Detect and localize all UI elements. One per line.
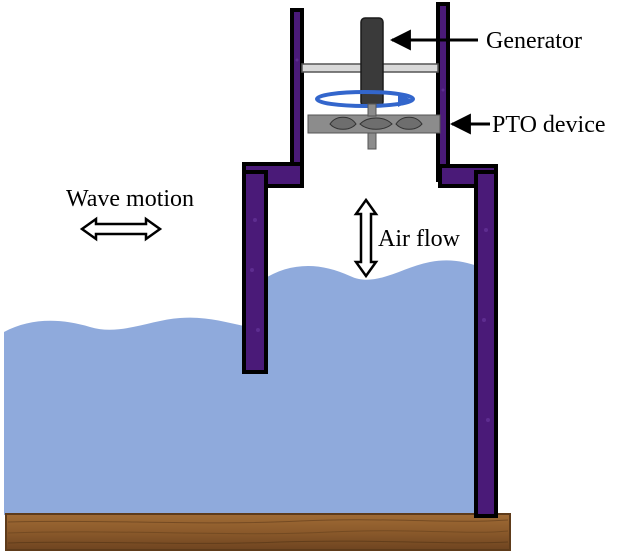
wave-motion-label: Wave motion [66,186,194,212]
right-upper-wall [436,2,450,182]
seabed [5,513,511,551]
air-flow-arrow-icon [353,197,379,279]
pto-device-label: PTO device [492,112,606,138]
outer-water [4,317,244,515]
rotation-arrow-icon [315,90,415,108]
left-upper-wall [290,8,304,182]
air-flow-label: Air flow [378,226,461,252]
wave-motion-arrow-icon [79,216,163,242]
water-under-wall [240,372,480,515]
generator-label: Generator [486,28,582,54]
pto-turbine [307,103,441,150]
left-lower-wall [242,170,268,374]
chamber-walls [242,2,498,518]
right-lower-wall [474,170,498,518]
